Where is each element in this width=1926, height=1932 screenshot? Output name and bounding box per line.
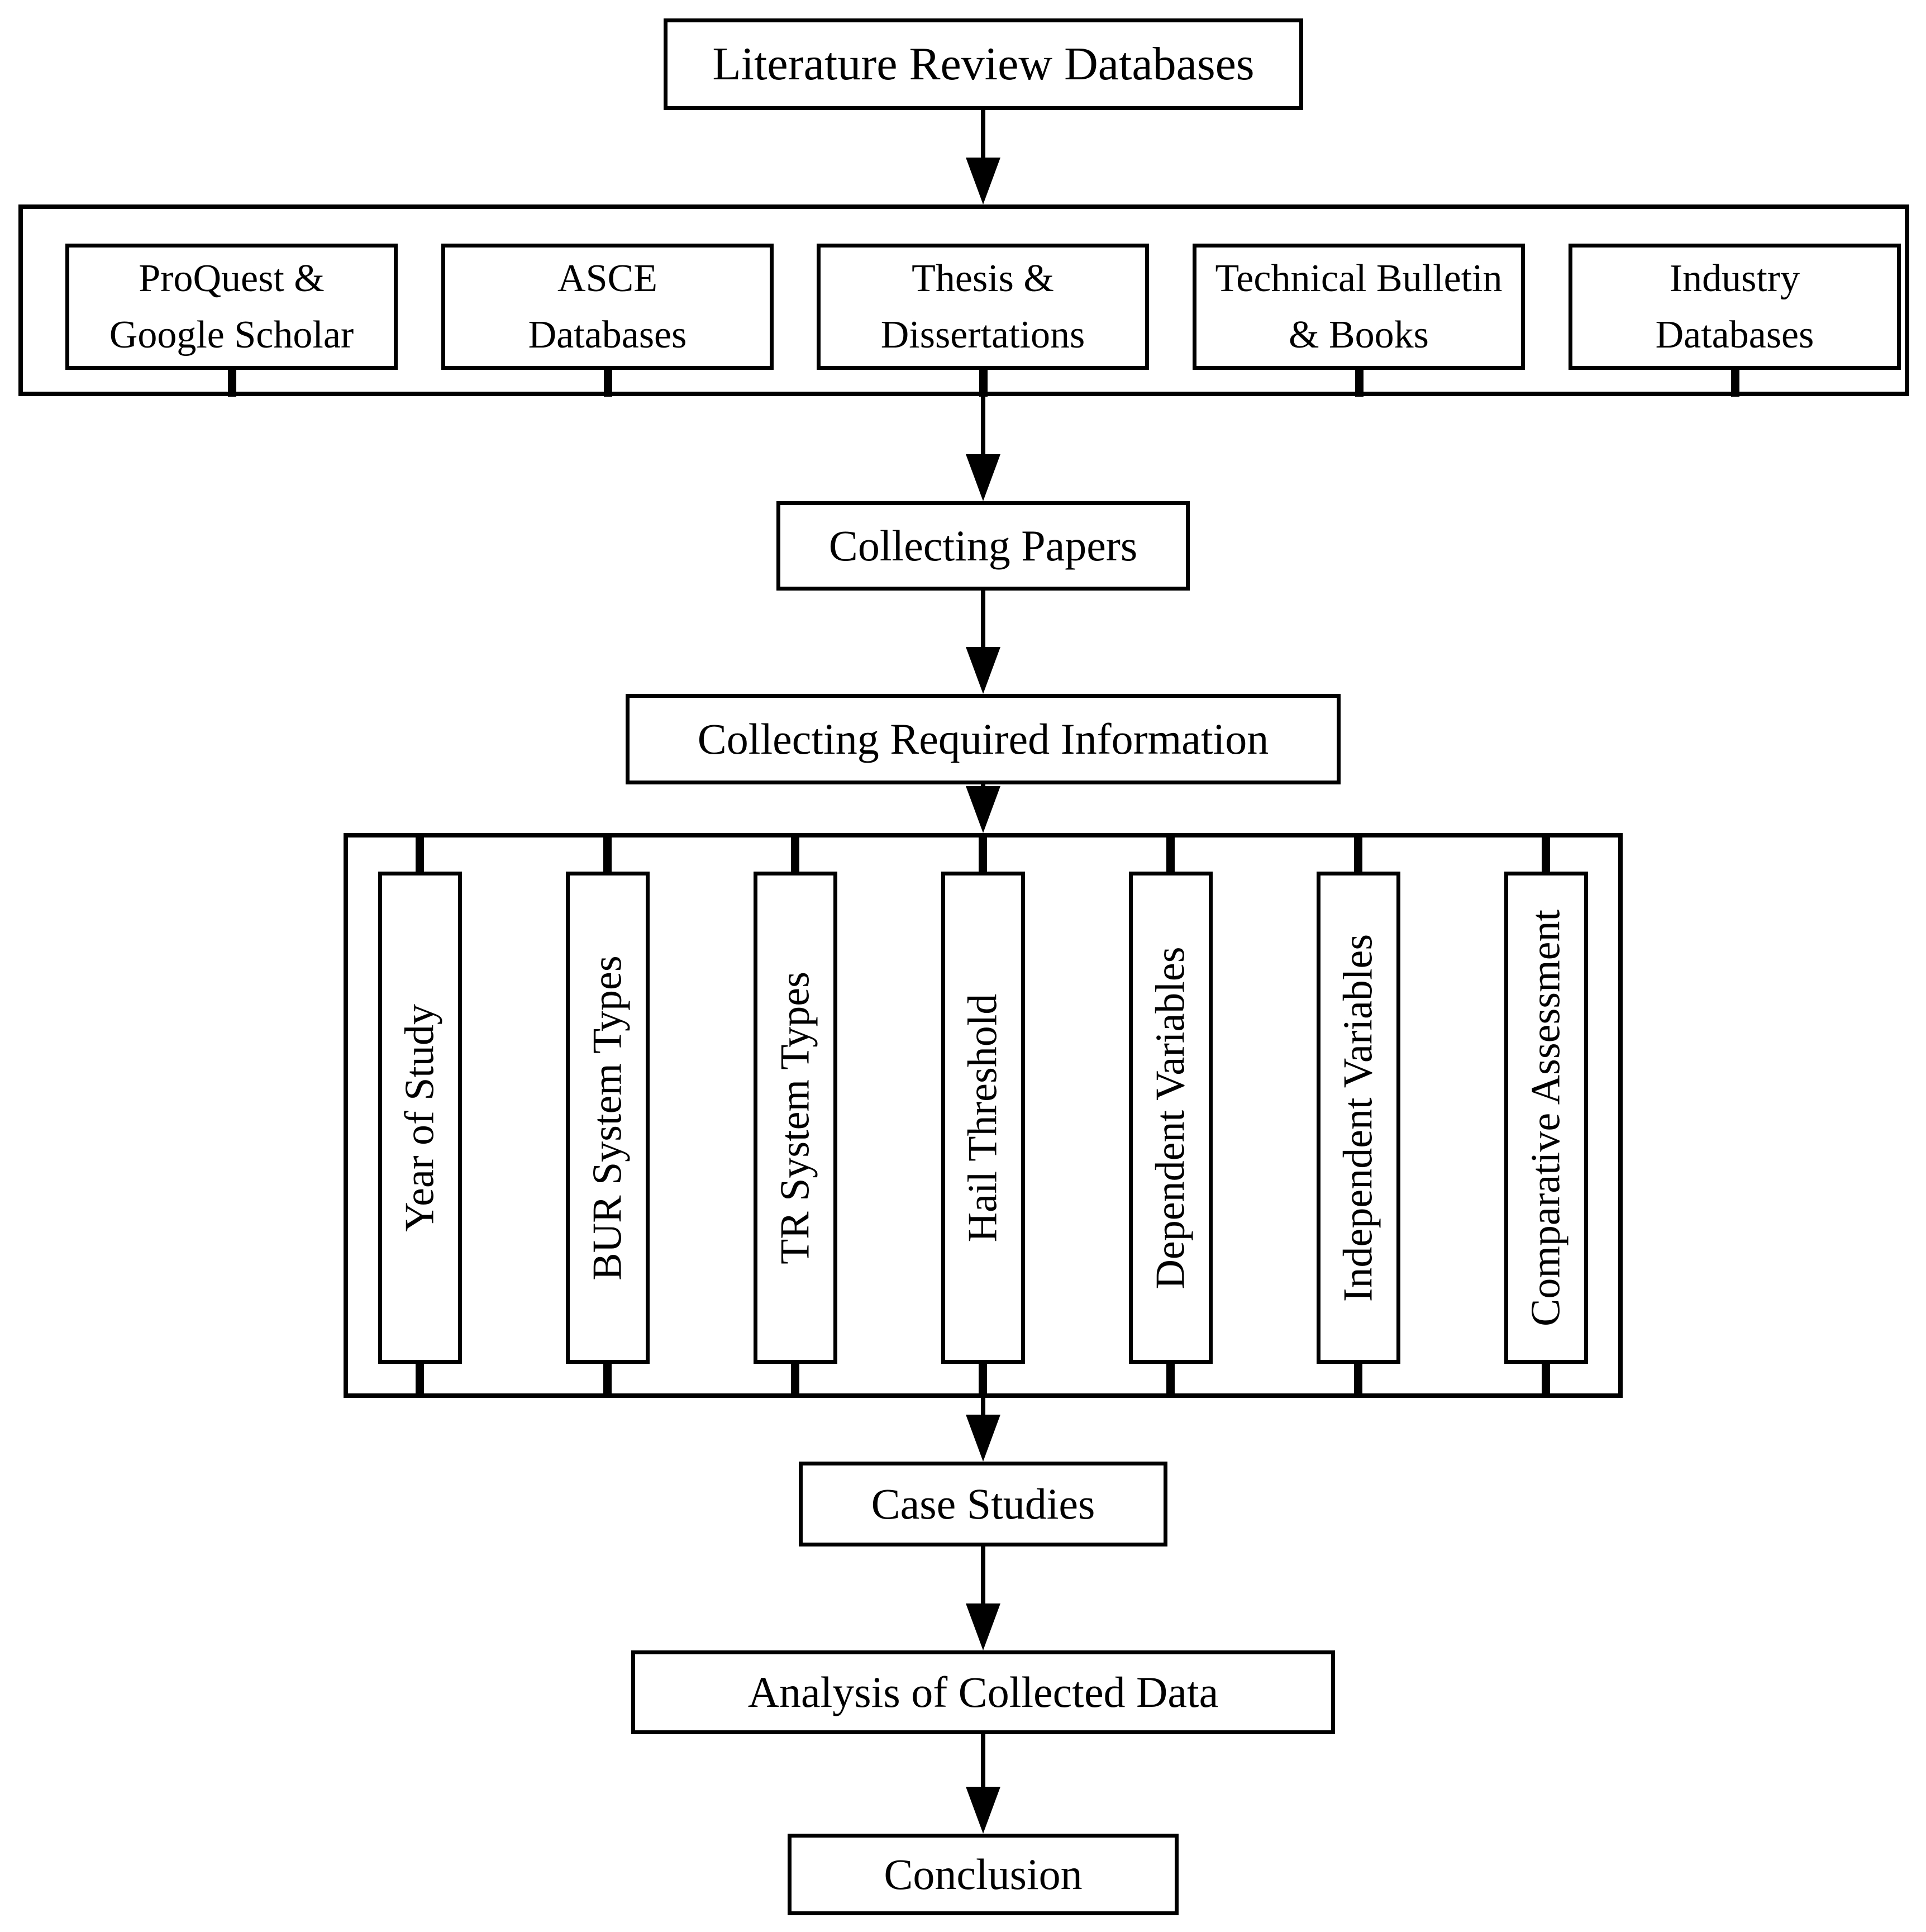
- node-bur-system-types: BUR System Types: [566, 872, 650, 1364]
- node-comparative-assessment: Comparative Assessment: [1504, 872, 1588, 1364]
- node-independent-variables: Independent Variables: [1317, 872, 1400, 1364]
- arrow-case-studies-to-analysis-line: [981, 1546, 985, 1605]
- connector-stub: [1354, 1362, 1362, 1397]
- node-asce-databases: ASCE Databases: [441, 244, 774, 370]
- connector-stub: [1166, 836, 1175, 874]
- arrow-analysis-to-conclusion-head: [966, 1787, 1000, 1834]
- node-conclusion: Conclusion: [788, 1834, 1179, 1915]
- arrow-required-info-to-items-head: [966, 786, 1000, 833]
- node-tr-system-types: TR System Types: [754, 872, 837, 1364]
- connector-stub: [1354, 836, 1362, 874]
- node-label: TR System Types: [772, 971, 818, 1264]
- node-label: Case Studies: [871, 1479, 1095, 1529]
- connector-stub: [416, 836, 424, 874]
- node-label: Analysis of Collected Data: [747, 1668, 1219, 1717]
- connector-stub: [979, 836, 987, 874]
- node-label: Comparative Assessment: [1523, 909, 1569, 1326]
- node-year-of-study: Year of Study: [378, 872, 462, 1364]
- connector-stub: [604, 366, 612, 397]
- connector-stub: [1166, 1362, 1175, 1397]
- arrow-papers-to-required-info-head: [966, 647, 1000, 694]
- connector-stub: [603, 1362, 612, 1397]
- node-label: Year of Study: [397, 1003, 443, 1232]
- node-label: Thesis & Dissertations: [880, 256, 1085, 357]
- node-technical-bulletin-books: Technical Bulletin & Books: [1193, 244, 1525, 370]
- connector-stub: [979, 366, 988, 397]
- arrow-items-to-case-studies-line: [981, 1398, 985, 1417]
- node-label: Collecting Papers: [828, 521, 1138, 570]
- node-label: Dependent Variables: [1147, 946, 1194, 1289]
- connector-stub: [1542, 1362, 1550, 1397]
- node-label: Conclusion: [884, 1850, 1083, 1899]
- connector-stub: [228, 366, 236, 397]
- node-label: BUR System Types: [584, 955, 631, 1281]
- node-label: Independent Variables: [1335, 934, 1381, 1302]
- connector-stub: [1355, 366, 1364, 397]
- node-industry-databases: Industry Databases: [1569, 244, 1901, 370]
- arrow-case-studies-to-analysis-head: [966, 1603, 1000, 1650]
- node-literature-review-databases: Literature Review Databases: [664, 18, 1303, 110]
- node-label: Technical Bulletin & Books: [1215, 256, 1503, 357]
- node-label: Hail Threshold: [960, 993, 1006, 1242]
- connector-stub: [979, 1362, 987, 1397]
- node-label: Collecting Required Information: [697, 715, 1269, 764]
- connector-stub: [1731, 366, 1739, 397]
- node-label: Industry Databases: [1655, 256, 1814, 357]
- node-hail-threshold: Hail Threshold: [941, 872, 1025, 1364]
- connector-stub: [791, 836, 799, 874]
- node-label: ASCE Databases: [528, 256, 687, 357]
- arrow-sources-to-collecting-papers-head: [966, 454, 1000, 501]
- node-collecting-required-information: Collecting Required Information: [626, 694, 1341, 784]
- arrow-items-to-case-studies-head: [966, 1415, 1000, 1462]
- arrow-title-to-sources-line: [981, 110, 985, 160]
- connector-stub: [416, 1362, 424, 1397]
- node-label: Literature Review Databases: [712, 37, 1255, 90]
- connector-stub: [791, 1362, 799, 1397]
- node-collecting-papers: Collecting Papers: [776, 501, 1190, 591]
- arrow-title-to-sources-head: [966, 158, 1000, 204]
- arrow-analysis-to-conclusion-line: [981, 1734, 985, 1788]
- connector-stub: [1542, 836, 1550, 874]
- arrow-sources-to-collecting-papers-line: [981, 396, 985, 455]
- node-label: ProQuest & Google Scholar: [109, 256, 354, 357]
- node-proquest-google-scholar: ProQuest & Google Scholar: [65, 244, 398, 370]
- arrow-papers-to-required-info-line: [981, 591, 985, 648]
- node-thesis-dissertations: Thesis & Dissertations: [817, 244, 1149, 370]
- node-dependent-variables: Dependent Variables: [1129, 872, 1213, 1364]
- node-analysis-of-collected-data: Analysis of Collected Data: [631, 1650, 1335, 1734]
- node-case-studies: Case Studies: [799, 1462, 1167, 1546]
- connector-stub: [603, 836, 612, 874]
